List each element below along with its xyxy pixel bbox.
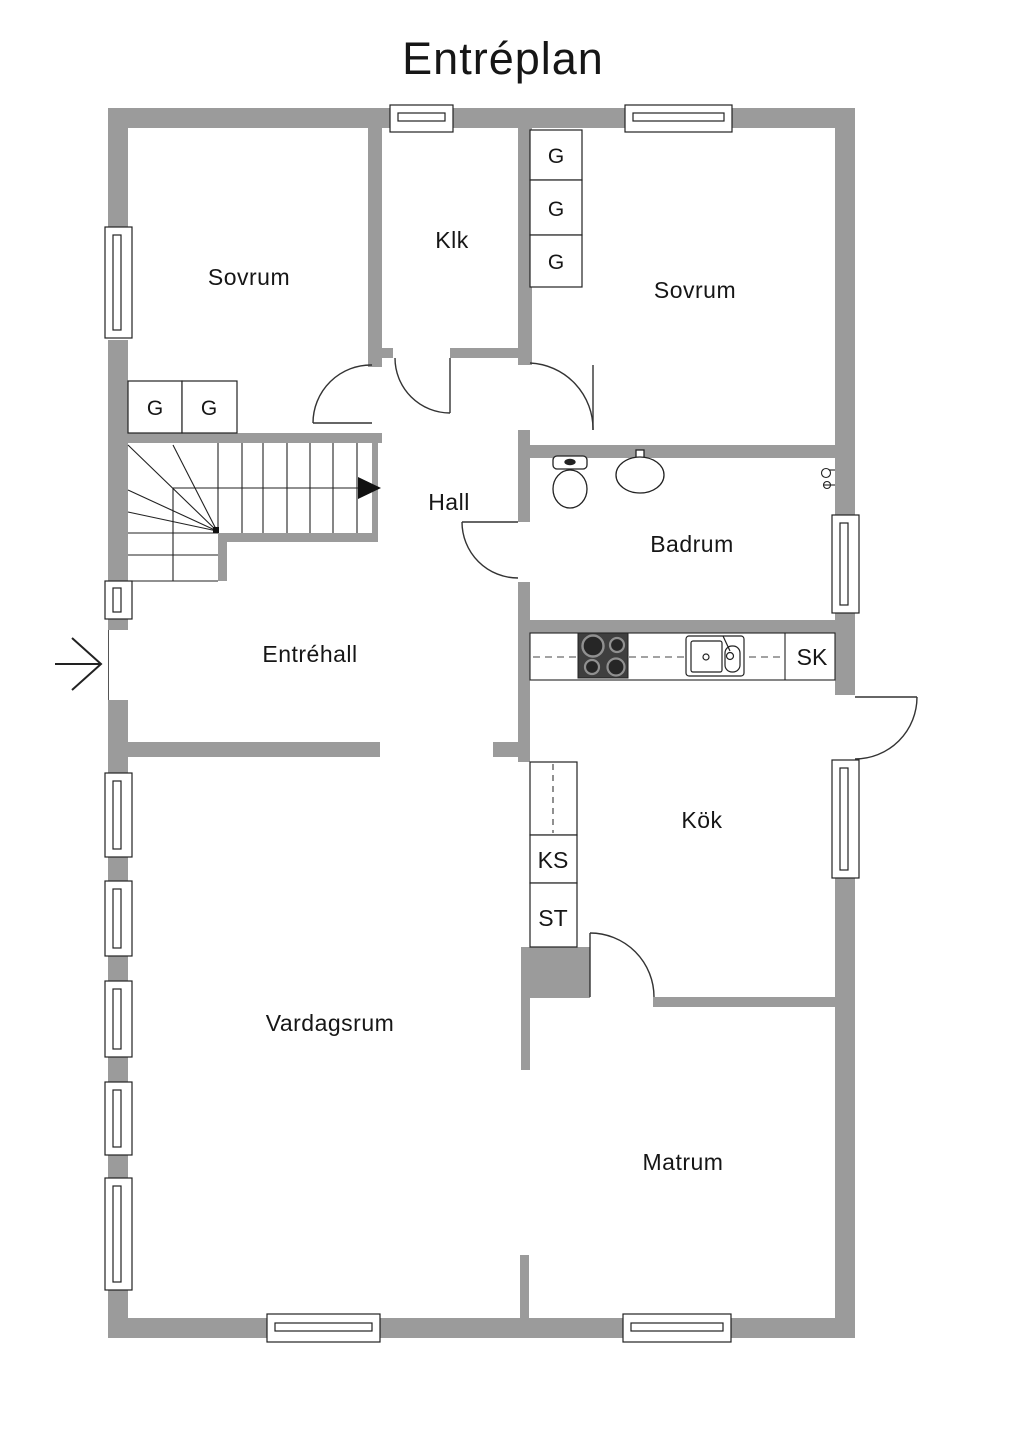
wall [732, 108, 855, 128]
window-bedroom1 [104, 226, 133, 339]
cabinet-label-st: ST [538, 905, 567, 931]
bathroom-fixtures [552, 449, 835, 509]
wardrobe-label: G [548, 251, 564, 274]
door-bedroom2 [529, 362, 594, 431]
shower-faucet-icon [820, 467, 835, 490]
bathroom-sink-icon [615, 449, 665, 494]
room-label-matrum: Matrum [643, 1149, 724, 1175]
wardrobe-label: G [201, 397, 217, 420]
room-label-sovrum-2: Sovrum [654, 277, 736, 303]
door-kok-exterior [854, 696, 918, 760]
door-klk [394, 357, 451, 414]
wall [380, 1318, 623, 1338]
wall-kitchen-matrum [653, 997, 855, 1007]
wall [108, 857, 128, 881]
wall-stairs-lower [218, 542, 227, 581]
wall-badrum-south [518, 620, 855, 633]
wall-stub-matrum-top [521, 998, 530, 1070]
room-label-sovrum-1: Sovrum [208, 264, 290, 290]
window-bedroom2 [624, 104, 733, 133]
wardrobe-box [529, 234, 583, 288]
door-kok-matrum [589, 932, 655, 998]
wall-badrum-north [528, 445, 855, 458]
wall [108, 1057, 128, 1082]
stairs-direction-arrow-icon [358, 477, 381, 499]
window-vardagsrum-3 [104, 980, 133, 1058]
cabinet-box-st [529, 882, 578, 948]
wardrobe-label: G [548, 198, 564, 221]
wall [835, 878, 855, 1318]
door-bedroom1 [312, 364, 373, 424]
wall [835, 613, 855, 695]
wall-entrehall-vardagsrum [493, 742, 528, 757]
window-badrum [831, 514, 860, 614]
door-badrum [461, 521, 519, 579]
window-kok [831, 759, 860, 879]
wall-bedroom1-klk [368, 128, 382, 367]
wall-kitchen-block [521, 947, 590, 998]
wall [108, 1155, 128, 1178]
room-label-kok: Kök [681, 807, 722, 833]
wall-klk-bedroom2 [518, 128, 532, 365]
wardrobe-box [181, 380, 238, 434]
windows-group [104, 104, 860, 1343]
window-vardagsrum-4 [104, 1081, 133, 1156]
wall [731, 1318, 855, 1338]
wall [108, 1318, 267, 1338]
room-label-entrehall: Entréhall [262, 641, 357, 667]
wall-hall-kitchen [518, 582, 530, 762]
wall [108, 108, 390, 128]
wall-klk-south [450, 348, 518, 358]
room-label-hall: Hall [428, 489, 470, 515]
window-vardagsrum-5 [104, 1177, 133, 1291]
wall-stairs-south [218, 533, 378, 542]
window-vardagsrum-2 [104, 880, 133, 957]
wall [835, 108, 855, 515]
plan-title: Entréplan [402, 33, 604, 84]
entrance-arrow-icon [55, 637, 103, 691]
wardrobe-label: G [147, 397, 163, 420]
wall-stairs-north [128, 433, 382, 443]
wardrobe-labels: G G G G G [147, 145, 564, 420]
wall-hall-badrum [518, 430, 530, 522]
wall [108, 618, 128, 630]
stairs-newel-dot [213, 527, 219, 533]
window-vardagsrum-1 [104, 772, 133, 858]
doors-group [312, 357, 918, 998]
kitchen-sink-icon [685, 635, 745, 677]
kitchen-counter [529, 632, 836, 681]
cabinet-label-sk: SK [797, 644, 828, 670]
room-label-klk: Klk [435, 227, 468, 253]
wall [453, 108, 625, 128]
window-matrum-south [622, 1313, 732, 1343]
toilet-icon [552, 455, 588, 509]
wardrobe-box [529, 129, 583, 181]
room-labels: Sovrum Klk Sovrum Hall Badrum Entréhall … [208, 227, 828, 1175]
wardrobe-label: G [548, 145, 564, 168]
room-label-vardagsrum: Vardagsrum [266, 1010, 395, 1036]
walls-group [108, 108, 855, 1338]
wall-entrehall-vardagsrum [128, 742, 380, 757]
room-label-badrum: Badrum [650, 531, 734, 557]
wall [108, 340, 128, 582]
staircase [127, 443, 381, 582]
window-vardagsrum-south [266, 1313, 381, 1343]
wall [108, 700, 128, 773]
cabinet-label-ks: KS [538, 847, 569, 873]
wardrobes-group [127, 129, 583, 434]
stove-icon [577, 632, 629, 679]
window-stairs [104, 580, 133, 620]
wall-stub-matrum-bottom [520, 1255, 529, 1318]
wardrobe-box [529, 179, 583, 236]
kitchen-cabinets [529, 761, 578, 948]
cabinet-box-ks [529, 834, 578, 884]
wall [108, 108, 128, 227]
wall-klk-south [382, 348, 393, 358]
wall [108, 956, 128, 981]
window-klk [389, 104, 454, 133]
